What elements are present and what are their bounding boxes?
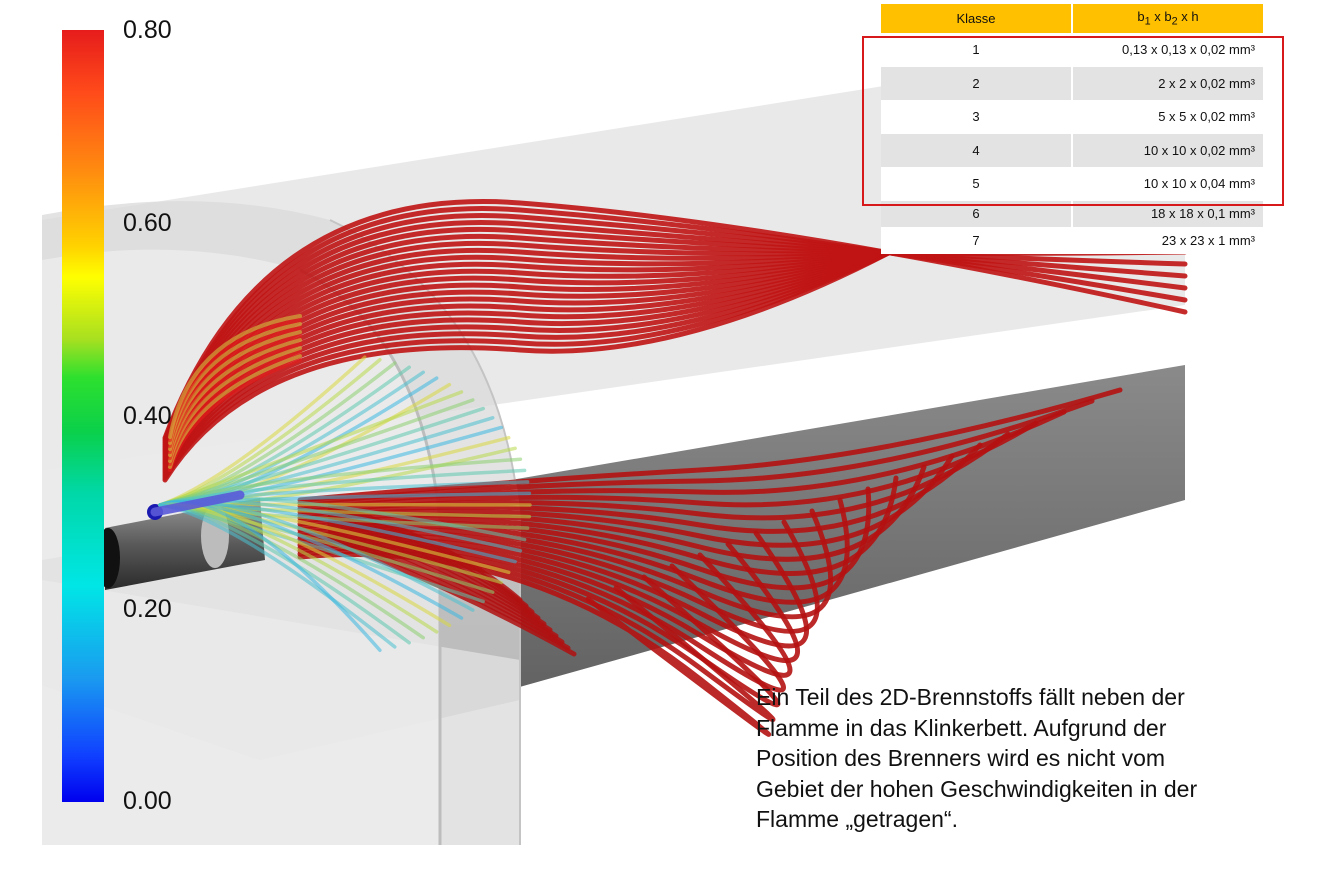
streamline-lower — [297, 442, 983, 534]
klasse-cell: 4 — [881, 133, 1073, 167]
klasse-cell: 5 — [881, 167, 1073, 201]
caption-line: Ein Teil des 2D-Brennstoffs fällt neben … — [756, 684, 1185, 710]
streamline-curl — [168, 314, 302, 439]
colorbar — [62, 30, 104, 802]
streamline-upper — [162, 199, 1188, 441]
streamline-core — [158, 500, 382, 653]
dims-cell: 23 x 23 x 1 mm³ — [1072, 227, 1263, 254]
caption-line: Position des Brenners wird es nicht vom — [756, 745, 1166, 771]
injection-jet — [150, 490, 245, 517]
dims-cell: 0,13 x 0,13 x 0,02 mm³ — [1072, 33, 1263, 67]
colorbar-label-040: 0.40 — [123, 402, 172, 430]
dims-cell: 10 x 10 x 0,04 mm³ — [1072, 167, 1263, 201]
klasse-cell: 3 — [881, 100, 1073, 134]
caption-text: Ein Teil des 2D-Brennstoffs fällt neben … — [756, 682, 1276, 835]
dims-cell: 5 x 5 x 0,02 mm³ — [1072, 100, 1263, 134]
streamline-lower — [297, 387, 1123, 503]
dims-cell: 18 x 18 x 0,1 mm³ — [1072, 200, 1263, 227]
streamline-lower — [297, 453, 955, 548]
colorbar-label-min: 0.00 — [123, 787, 172, 815]
streamline-lower — [297, 398, 1095, 506]
klasse-cell: 2 — [881, 66, 1073, 100]
colorbar-label-max: 0.80 — [123, 16, 172, 44]
streamline-lower — [297, 420, 1039, 512]
klasse-cell: 7 — [881, 227, 1073, 254]
colorbar-label-060: 0.60 — [123, 209, 172, 237]
streamline-drop — [327, 534, 571, 651]
colorbar-label-020: 0.20 — [123, 595, 172, 623]
caption-line: Flamme „getragen“. — [756, 806, 958, 832]
streamline-lower — [297, 519, 820, 634]
streamline-lower — [297, 530, 809, 649]
header-klasse: Klasse — [881, 4, 1073, 33]
particle-streamlines — [150, 57, 1188, 737]
dims-cell: 2 x 2 x 0,02 mm³ — [1072, 66, 1263, 100]
caption-line: Flamme in das Klinkerbett. Aufgrund der — [756, 714, 1167, 741]
klasse-cell: 1 — [881, 33, 1073, 67]
header-dimensions: b1 x b2 x h — [1072, 4, 1263, 33]
dims-cell: 10 x 10 x 0,02 mm³ — [1072, 133, 1263, 167]
caption-line: Gebiet der hohen Geschwindigkeiten in de… — [756, 775, 1198, 802]
streamline-upper — [162, 226, 1188, 449]
klasse-cell: 6 — [881, 200, 1073, 227]
